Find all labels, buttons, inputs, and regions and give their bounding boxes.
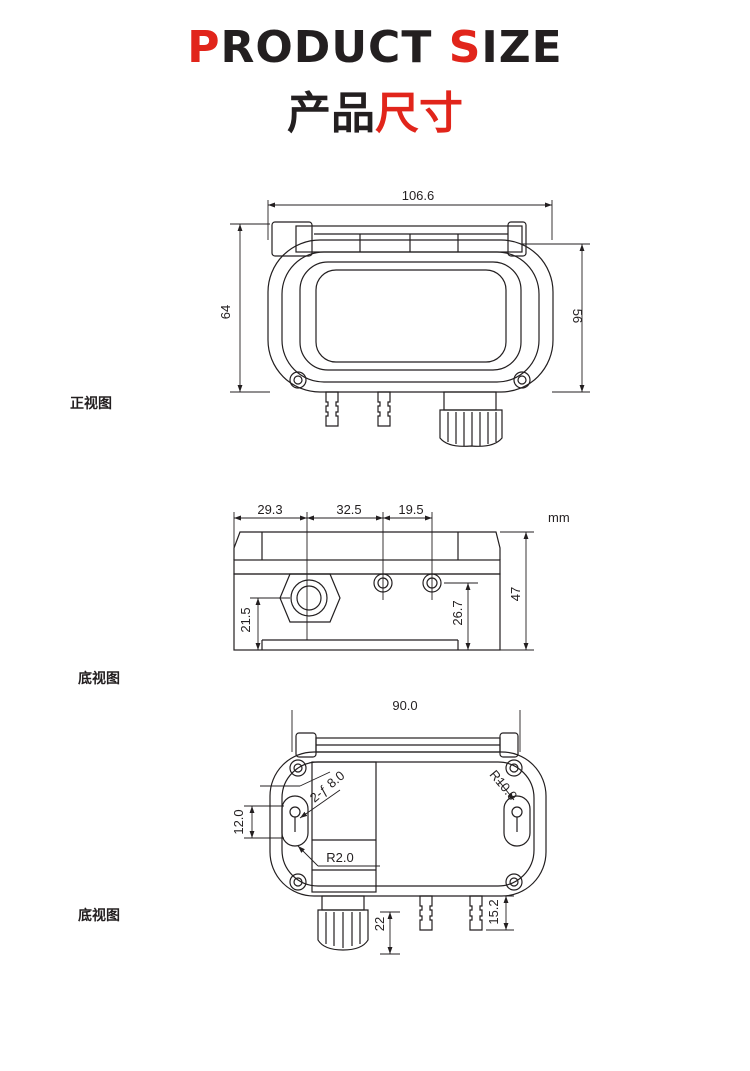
title-letter-s: S <box>448 22 482 73</box>
unit-label: mm <box>548 510 570 525</box>
back-dim-fitting: 22 <box>372 917 387 931</box>
title-letter-p: P <box>187 22 221 73</box>
title-word-ize: IZE <box>481 22 563 73</box>
bottom-dim-a: 29.3 <box>257 502 282 517</box>
front-view-drawing <box>267 221 554 447</box>
bottom-view-drawing <box>233 531 501 651</box>
front-dim-height-left: 64 <box>218 305 233 319</box>
back-view-label: 底视图 <box>78 908 120 924</box>
bottom-dim-f: 47 <box>508 587 523 601</box>
back-dim-width: 90.0 <box>392 698 417 713</box>
front-dim-height-right: 56 <box>570 309 585 323</box>
title-cn-size: 尺寸 <box>375 88 463 139</box>
bottom-view-dimensions <box>233 512 534 651</box>
title-cn-product: 产品 <box>287 88 375 139</box>
bottom-dim-e: 26.7 <box>450 600 465 625</box>
front-view-label: 正视图 <box>70 396 112 412</box>
back-dim-radius-big: R10.0 <box>487 767 521 803</box>
bottom-view-label: 底视图 <box>78 671 120 687</box>
back-view-dimensions <box>244 710 521 955</box>
back-dim-nozzle: 15.2 <box>486 899 501 924</box>
back-dim-radius-small: R2.0 <box>326 850 353 865</box>
bottom-dim-b: 32.5 <box>336 502 361 517</box>
back-dim-slot: 12.0 <box>231 809 246 834</box>
page-title-cn: 产品尺寸 <box>0 84 750 144</box>
bottom-dim-c: 19.5 <box>398 502 423 517</box>
front-view-dimensions <box>230 200 590 393</box>
bottom-dim-d: 21.5 <box>238 607 253 632</box>
page-title-en: PRODUCT SIZE <box>0 22 750 74</box>
front-dim-width: 106.6 <box>402 188 435 203</box>
title-word-roduct: RODUCT <box>220 22 449 73</box>
back-view-drawing <box>269 732 547 951</box>
